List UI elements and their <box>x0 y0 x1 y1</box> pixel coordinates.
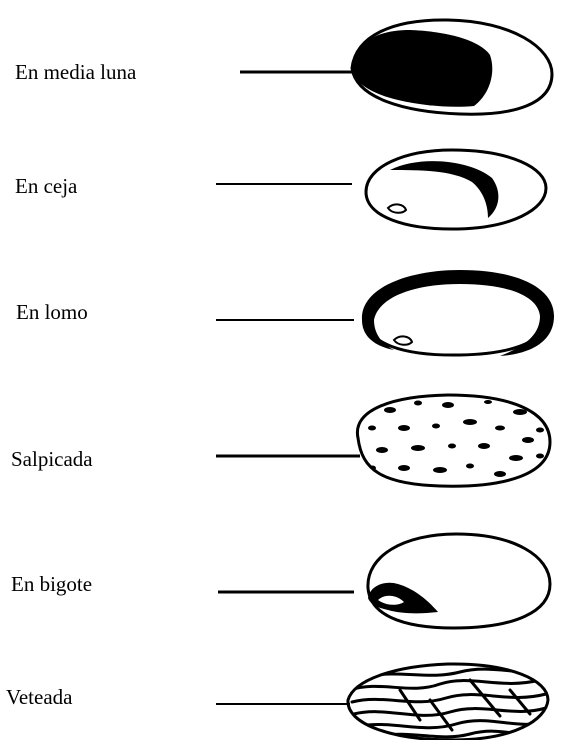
seed-media-luna <box>240 20 552 114</box>
seed-hilum <box>394 336 412 344</box>
seed-salpicada <box>216 395 550 486</box>
seed-veteada <box>216 664 548 740</box>
seed-hilum <box>388 204 406 212</box>
seed-speckles <box>368 400 544 483</box>
seed-outline <box>366 150 546 229</box>
label-en-bigote: En bigote <box>11 572 92 596</box>
label-en-media-luna: En media luna <box>15 60 136 84</box>
seed-ceja <box>216 150 546 229</box>
label-en-ceja: En ceja <box>15 174 77 198</box>
seed-outline <box>368 534 550 628</box>
label-salpicada: Salpicada <box>11 447 93 471</box>
seed-veins <box>350 669 546 737</box>
seed-bigote <box>218 534 550 628</box>
label-veteada: Veteada <box>6 685 72 709</box>
seed-mark <box>362 270 554 356</box>
seed-lomo <box>216 270 554 356</box>
label-en-lomo: En lomo <box>16 300 88 324</box>
